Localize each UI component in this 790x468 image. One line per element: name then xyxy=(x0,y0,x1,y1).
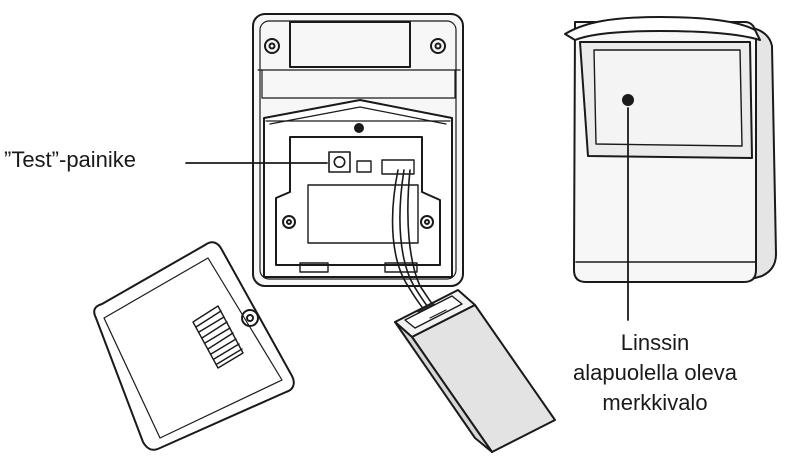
detector-back-body xyxy=(252,13,464,287)
indicator-label-line-2: alapuolella oleva xyxy=(573,360,737,385)
circuit-board xyxy=(275,136,441,266)
cover-screw xyxy=(241,309,259,327)
indicator-led xyxy=(622,94,634,106)
cover-inner-rim xyxy=(103,257,283,439)
battery-clip xyxy=(404,295,463,329)
indicator-label-line-3: merkkivalo xyxy=(602,390,708,415)
battery-front-face xyxy=(394,321,493,453)
board-inner-block xyxy=(307,184,419,244)
indicator-label: Linssin alapuolella oleva merkkivalo xyxy=(555,328,755,418)
pir-detector xyxy=(564,16,777,283)
battery-compartment xyxy=(263,99,453,278)
top-recess-line xyxy=(261,69,456,99)
test-button[interactable] xyxy=(328,151,351,173)
cover-grip xyxy=(192,305,244,369)
indicator-label-line-1: Linssin xyxy=(620,330,690,355)
detector-hood xyxy=(564,16,761,41)
lens-inner xyxy=(593,49,743,147)
screw-top-left xyxy=(264,38,280,54)
compartment-hole xyxy=(354,123,364,133)
screw-middle-right xyxy=(420,215,434,229)
test-button-label: ”Test”-painike xyxy=(4,147,137,172)
connector-small xyxy=(356,160,372,173)
top-label-slot xyxy=(289,21,411,68)
screw-top-right xyxy=(430,38,446,54)
battery-cover xyxy=(93,241,295,451)
bottom-clip-left xyxy=(299,262,329,273)
battery xyxy=(394,289,556,453)
screw-middle-left xyxy=(282,215,296,229)
